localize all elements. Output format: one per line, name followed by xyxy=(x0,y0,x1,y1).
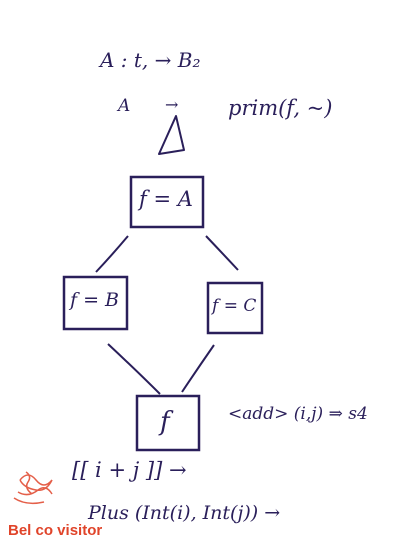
right-node-box xyxy=(206,281,264,335)
bottom-node-label: f xyxy=(160,407,170,437)
edge-left-bottom xyxy=(107,343,161,395)
left-node-box xyxy=(62,275,129,331)
edge-top-left xyxy=(95,235,129,273)
bracket-expression: [[ i + j ]] → xyxy=(72,458,187,482)
header-line-2-arrow: → xyxy=(165,95,179,114)
stamp-label: Bel co visitor xyxy=(8,522,103,539)
stamp-scribble xyxy=(13,471,53,505)
header-line-2-right: prim(f, ~) xyxy=(228,96,333,120)
header-line-1: A : t, → B₂ xyxy=(100,48,201,72)
top-node-label: f = A xyxy=(139,187,193,211)
plus-expression: Plus (Int(i), Int(j)) → xyxy=(88,502,281,524)
triangle-shape xyxy=(158,115,185,155)
edge-right-bottom xyxy=(181,344,215,393)
bottom-node-box xyxy=(135,394,201,452)
top-node-box xyxy=(129,175,205,229)
right-node-label: f = C xyxy=(212,296,257,316)
edge-top-right xyxy=(205,235,239,271)
add-annotation: <add> (i,j) ⇒ s4 xyxy=(228,404,368,424)
left-node-label: f = B xyxy=(70,289,119,311)
header-line-2-left: A xyxy=(118,96,131,116)
